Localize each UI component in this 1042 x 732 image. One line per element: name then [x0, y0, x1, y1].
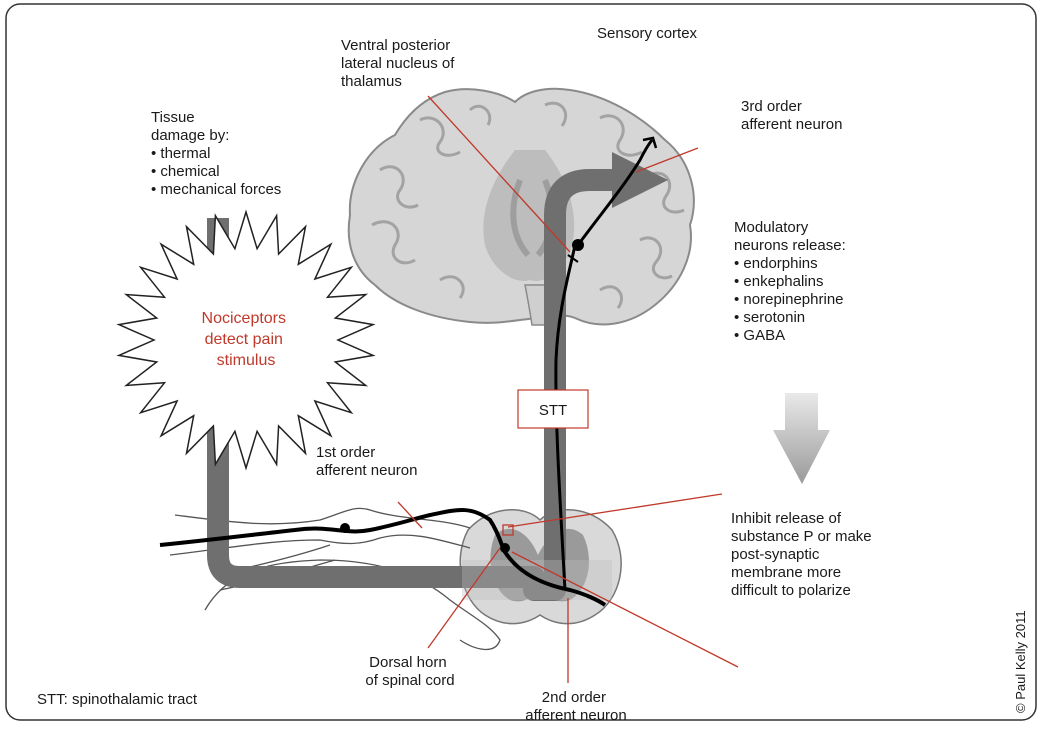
second-order-cell-body	[500, 543, 510, 553]
third-order-cell-body	[572, 239, 584, 251]
first-order-cell-body	[340, 523, 350, 533]
stt-box-label: STT	[539, 402, 567, 419]
footnote-stt: STT: spinothalamic tract	[37, 691, 198, 708]
sensory-cortex-label: Sensory cortex	[597, 25, 698, 42]
copyright-notice: © Paul Kelly 2011	[1013, 610, 1028, 713]
dorsal-horn-label: Dorsal horn of spinal cord	[365, 654, 454, 689]
